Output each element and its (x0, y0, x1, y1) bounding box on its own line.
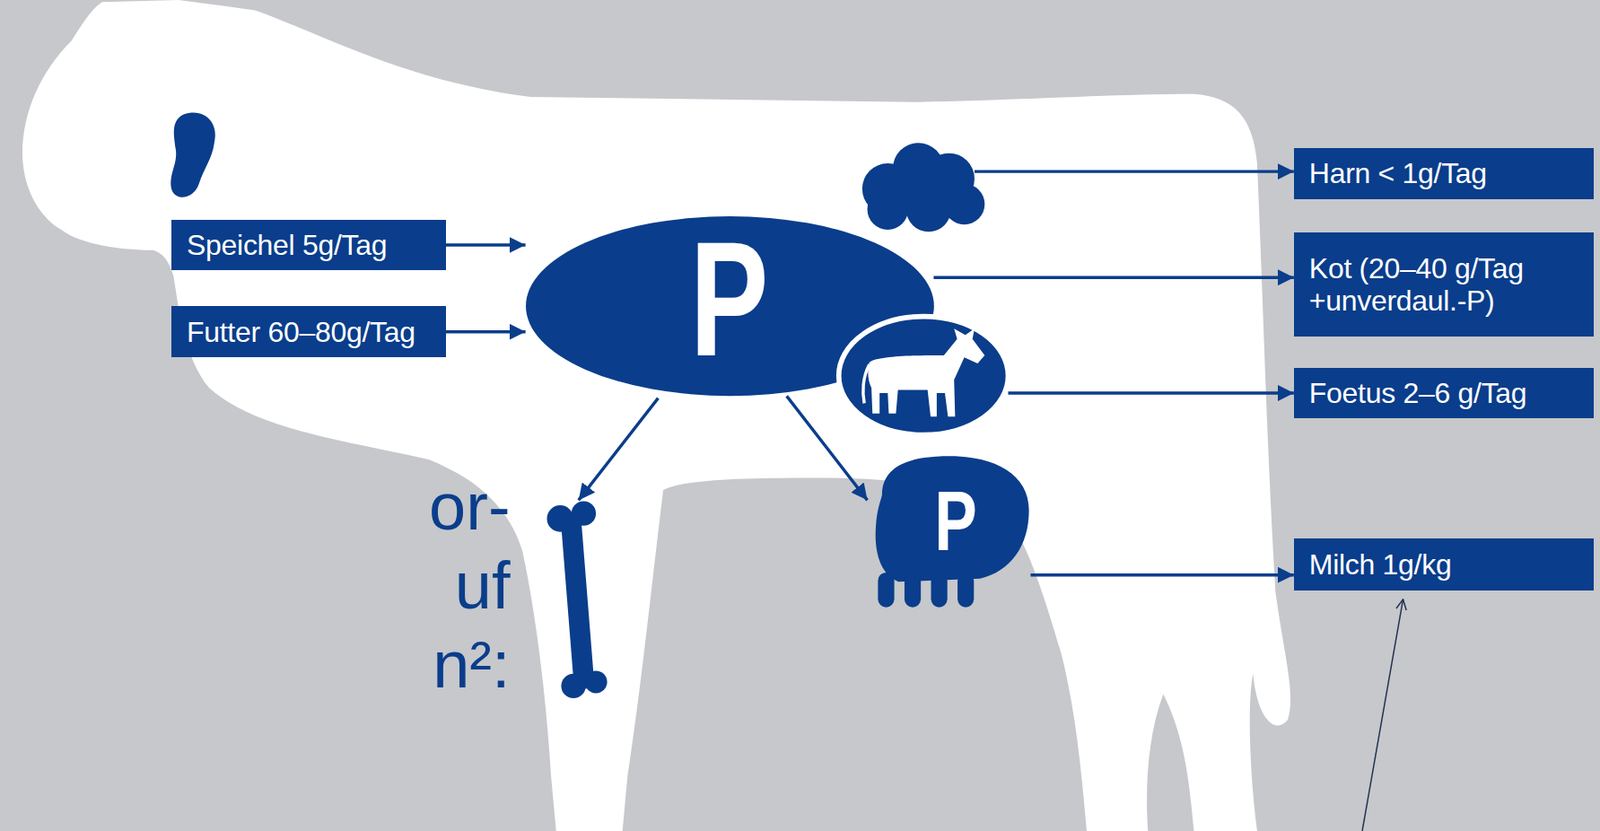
symbol-letter: P (934, 478, 978, 564)
flow-arrow (445, 243, 526, 246)
output-box: Foetus 2–6 g/Tag (1293, 367, 1594, 420)
text-wrap: Kot (20–40 g/Tag +unverdaul.-P) (1309, 252, 1585, 317)
text-wrap: Harn < 1g/Tag (1309, 157, 1487, 190)
text-wrap: P (926, 478, 984, 564)
output-box: Kot (20–40 g/Tag +unverdaul.-P) (1293, 232, 1594, 337)
bone-knob (571, 501, 596, 526)
leader-line (1362, 599, 1403, 831)
bone-knob (560, 673, 586, 699)
bone-knob (546, 505, 574, 533)
box-text: Speichel 5g/Tag (186, 228, 387, 262)
heading-fragment: uf (306, 546, 510, 626)
phosphorus-pool-ellipse: P (525, 216, 935, 396)
flow-arrow (578, 398, 659, 501)
output-box: Harn < 1g/Tag (1293, 148, 1594, 200)
text-wrap: Foetus 2–6 g/Tag (1309, 376, 1527, 410)
box-text: Harn < 1g/Tag (1309, 157, 1487, 190)
box-text: Kot (20–40 g/Tag +unverdaul.-P) (1309, 252, 1585, 317)
udder-shape: P (867, 454, 1032, 613)
kidney-lobe (867, 188, 909, 230)
bone-knob (585, 670, 608, 693)
box-text: Foetus 2–6 g/Tag (1309, 376, 1527, 410)
flow-arrow (445, 330, 526, 333)
flow-arrow (786, 395, 868, 500)
heading-fragment: n²: (306, 625, 510, 705)
mouth-blob (170, 112, 216, 197)
bone-symbol (546, 501, 607, 700)
cow-silhouette (22, 0, 1291, 831)
flow-arrow (974, 169, 1294, 173)
flow-arrow (933, 276, 1294, 280)
calf-icon (867, 328, 985, 417)
box-text: Milch 1g/kg (1309, 548, 1452, 581)
text-wrap: Futter 60–80g/Tag (186, 315, 416, 349)
symbol-letter: P (690, 217, 769, 381)
input-box: Futter 60–80g/Tag (171, 306, 446, 358)
text-wrap: Milch 1g/kg (1309, 548, 1452, 581)
text-wrap: P (525, 216, 935, 396)
input-box: Speichel 5g/Tag (171, 219, 446, 272)
flow-arrow (1007, 391, 1294, 394)
text-wrap: Speichel 5g/Tag (186, 228, 387, 262)
flow-arrow (1030, 573, 1294, 577)
kidney-symbol (862, 142, 985, 232)
kidney-lobe (906, 186, 952, 232)
teat (930, 572, 947, 608)
teat (903, 572, 920, 608)
udder-body (874, 455, 1029, 582)
foetus-ellipse (839, 316, 1009, 436)
teat (877, 572, 894, 608)
bone-shaft (571, 525, 585, 680)
box-text: Futter 60–80g/Tag (186, 315, 416, 349)
teat (957, 572, 974, 608)
calf-tail (863, 364, 870, 403)
heading-fragment: or- (306, 467, 510, 547)
label-column: or-ufn²: (306, 467, 510, 705)
output-box: Milch 1g/kg (1293, 538, 1594, 591)
ellipse-fill (525, 216, 935, 396)
